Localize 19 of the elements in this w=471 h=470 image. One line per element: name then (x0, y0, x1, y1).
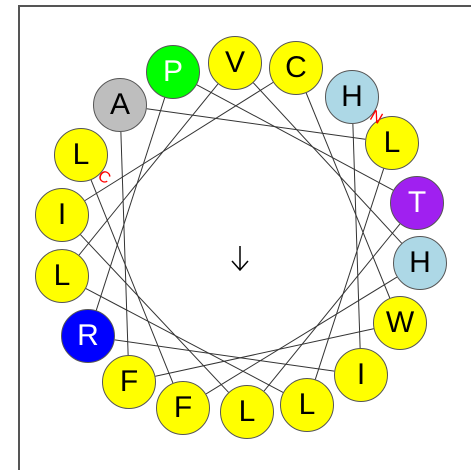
connector-line (264, 223, 400, 392)
terminus-label: C (94, 168, 113, 188)
connector-line (352, 123, 361, 349)
connector-line (84, 82, 274, 202)
connector-line (90, 180, 174, 384)
connector-line (78, 83, 218, 256)
connector-line (80, 234, 230, 393)
terminus-label: N (366, 108, 385, 128)
connector-line (314, 168, 384, 380)
connector-line (154, 328, 374, 377)
connector-line (114, 339, 335, 372)
connector-line (306, 92, 390, 298)
connector-line (85, 288, 284, 393)
connector-line (96, 97, 166, 311)
connector-line (120, 131, 129, 356)
connector-line (206, 276, 398, 394)
connector-line (196, 84, 394, 191)
connector-line (146, 108, 366, 140)
connector-line (252, 82, 402, 244)
